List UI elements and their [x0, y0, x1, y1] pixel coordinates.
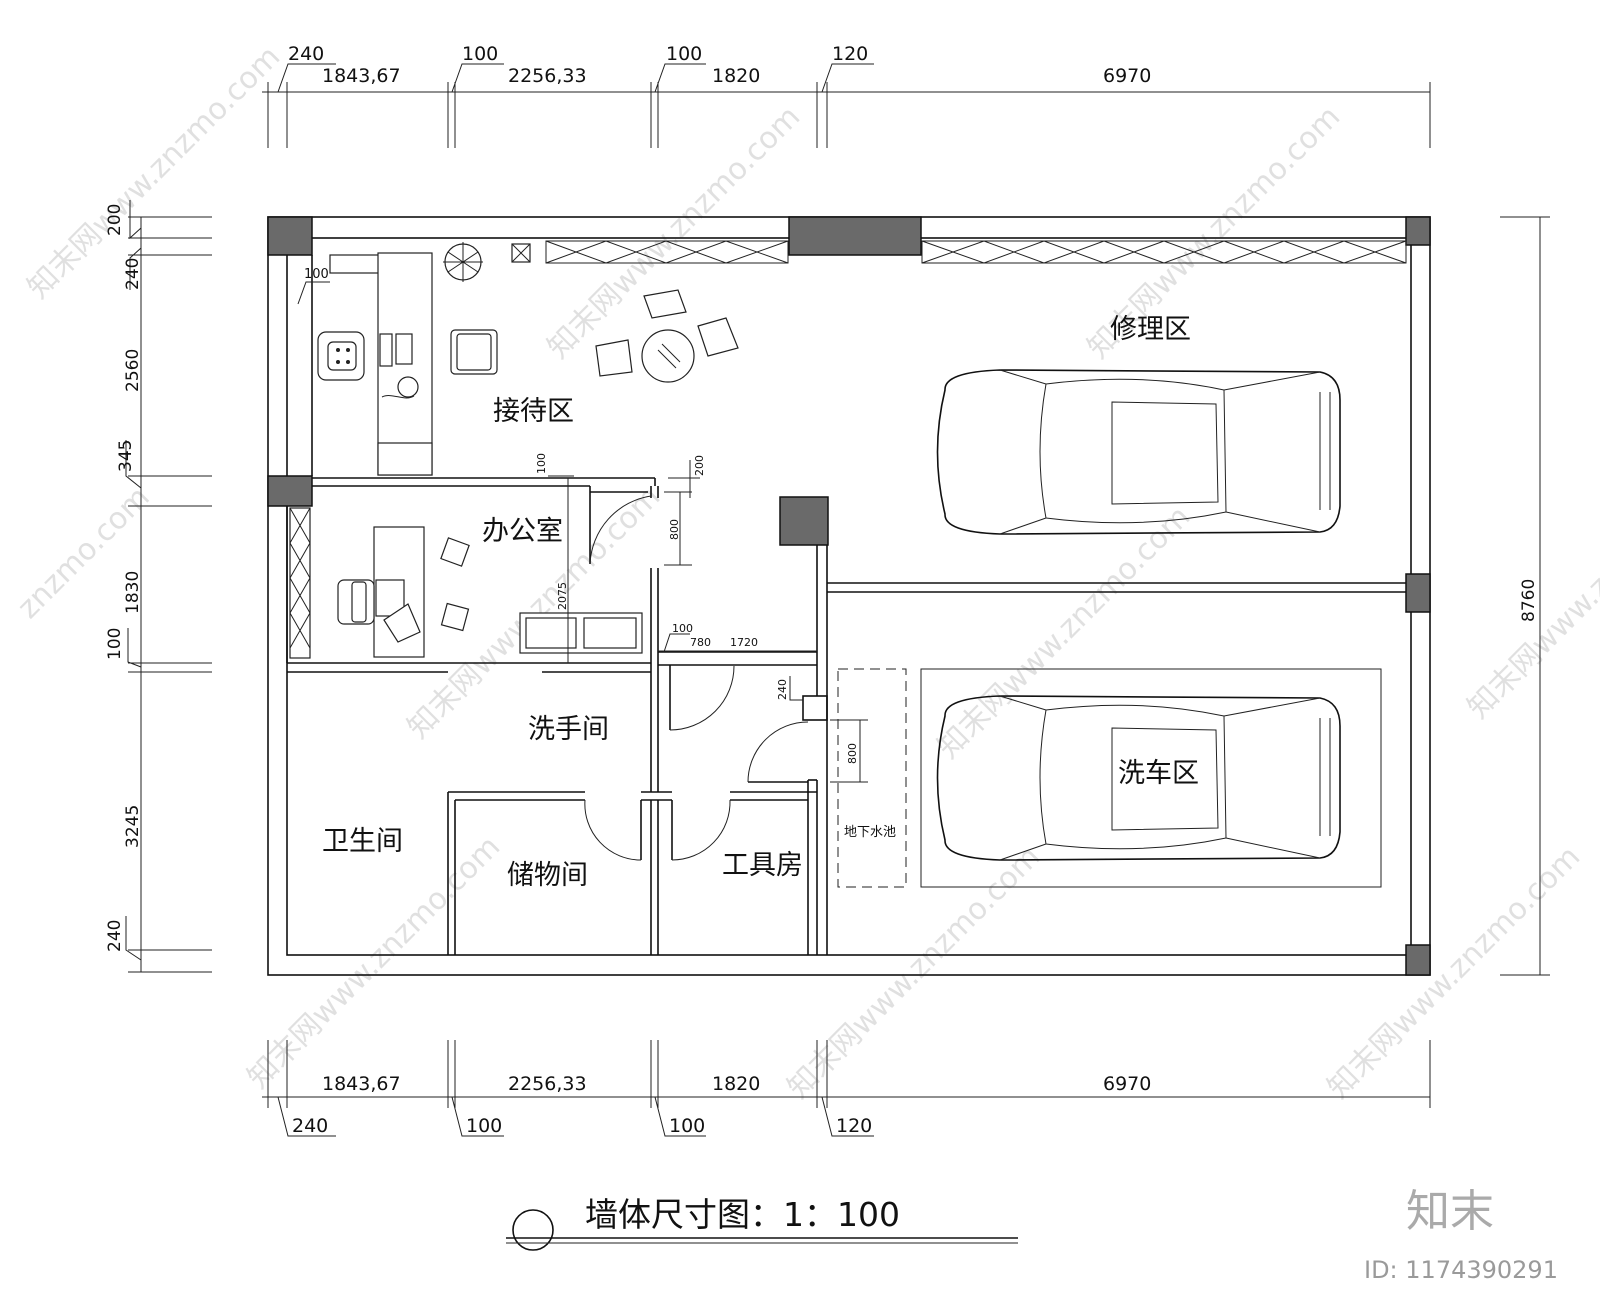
- column: [1405, 573, 1431, 613]
- dim-corridor-100: 100: [672, 622, 693, 635]
- top-width-1: 1843,67: [322, 65, 401, 87]
- wash-pad: [920, 668, 1382, 888]
- watermark-text: 知末网www.znzmo.com: [21, 39, 287, 305]
- right-total-height: 8760: [1519, 579, 1539, 622]
- watermark-text: 知末网www.znzmo.com: [541, 99, 807, 365]
- left-h-3245: 3245: [123, 805, 143, 848]
- watermark-text: 知末网www.znzmo.com: [241, 829, 507, 1095]
- chair: [643, 289, 687, 319]
- bottom-wall-100-b: 100: [669, 1115, 705, 1137]
- chair: [697, 317, 739, 357]
- top-wall-100-a: 100: [462, 43, 498, 65]
- left-h-240-bottom: 240: [105, 920, 125, 952]
- left-h-2560: 2560: [123, 349, 143, 392]
- dim-office-depth-2075: 2075: [556, 582, 569, 610]
- exterior-walls: [267, 216, 1431, 976]
- dim-office-top-100: 100: [535, 453, 548, 474]
- bottom-wall-120: 120: [836, 1115, 872, 1137]
- column: [267, 475, 313, 507]
- column: [779, 496, 829, 546]
- watermark-text: 知末网www.znzmo.com: [781, 839, 1047, 1105]
- bottom-dimensions: 1843,67 2256,33 1820 6970 240 100 100 12…: [262, 1040, 1431, 1137]
- left-h-240-top: 240: [123, 258, 143, 290]
- top-wall-100-b: 100: [666, 43, 702, 65]
- right-dimension: 8760: [1500, 216, 1550, 976]
- label-washroom: 洗手间: [528, 714, 609, 745]
- watermark-layer: 知末网www.znzmo.com 知末网www.znzmo.com 知末网www…: [11, 39, 1600, 1105]
- title-circle-icon: [512, 1209, 554, 1251]
- title-text: 墙体尺寸图：1：100: [585, 1195, 900, 1234]
- brand-watermark: 知末 ID: 1174390291: [1364, 1186, 1558, 1284]
- label-tool-room: 工具房: [722, 850, 803, 881]
- label-reception: 接待区: [493, 396, 574, 427]
- top-wall-120: 120: [832, 43, 868, 65]
- label-office: 办公室: [482, 516, 563, 547]
- reception-furniture: [317, 242, 739, 476]
- bottom-width-2: 2256,33: [508, 1073, 587, 1095]
- brand-logo-text: 知末: [1406, 1186, 1494, 1237]
- watermark-text: 知末网www.znzmo.com: [1321, 839, 1587, 1105]
- dim-corridor-780: 780: [690, 636, 711, 649]
- bottom-width-3: 1820: [712, 1073, 760, 1095]
- top-width-2: 2256,33: [508, 65, 587, 87]
- top-dimensions: 240 100 100 120 1843,67 2256,33 1820 697…: [262, 43, 1431, 148]
- watermark-id: ID: 1174390291: [1364, 1256, 1558, 1284]
- label-toilet: 卫生间: [322, 826, 403, 857]
- room-labels: 接待区 修理区 办公室 洗手间 卫生间 储物间 工具房 洗车区 地下水池: [322, 314, 1199, 891]
- column: [267, 216, 313, 256]
- bottom-width-1: 1843,67: [322, 1073, 401, 1095]
- label-storage: 储物间: [507, 860, 588, 891]
- watermark-text: 知末网www.znzmo.com: [931, 499, 1197, 765]
- label-underground-pool: 地下水池: [844, 825, 896, 840]
- top-width-3: 1820: [712, 65, 760, 87]
- column: [788, 216, 922, 256]
- dim-wall-240: 240: [776, 679, 789, 700]
- top-windows: [545, 240, 1407, 264]
- drawing-title: 墙体尺寸图：1：100: [506, 1195, 1018, 1251]
- left-dimensions: 200 240 2560 345 1830 100 3245 240: [105, 200, 212, 973]
- dim-corridor-1720: 1720: [730, 636, 758, 649]
- column: [1405, 944, 1431, 976]
- bottom-width-4: 6970: [1103, 1073, 1151, 1095]
- dim-door-800-b: 800: [846, 743, 859, 764]
- car-wash-area: [837, 668, 1382, 888]
- bottom-wall-100-a: 100: [466, 1115, 502, 1137]
- left-h-200: 200: [105, 204, 125, 236]
- bottom-wall-240: 240: [292, 1115, 328, 1137]
- top-width-4: 6970: [1103, 65, 1151, 87]
- round-table: [641, 329, 695, 383]
- label-car-wash: 洗车区: [1118, 758, 1199, 789]
- left-h-100: 100: [105, 628, 125, 660]
- dim-reception-100: 100: [304, 267, 329, 282]
- label-repair: 修理区: [1110, 314, 1191, 345]
- dim-door-800-a: 800: [668, 519, 681, 540]
- left-h-1830: 1830: [123, 571, 143, 614]
- office-furniture: [289, 507, 643, 659]
- left-h-345: 345: [116, 440, 136, 472]
- doors: [584, 486, 809, 861]
- inner-dimensions: 100 100 200 800 2075 100 780 1720 240 80…: [297, 267, 868, 783]
- underground-pool-outline: [837, 668, 907, 888]
- top-wall-240: 240: [288, 43, 324, 65]
- column: [1405, 216, 1431, 246]
- chair: [595, 339, 633, 377]
- repair-car: [936, 369, 1341, 535]
- dim-office-right-200: 200: [693, 455, 706, 476]
- interior-walls: [286, 255, 1406, 955]
